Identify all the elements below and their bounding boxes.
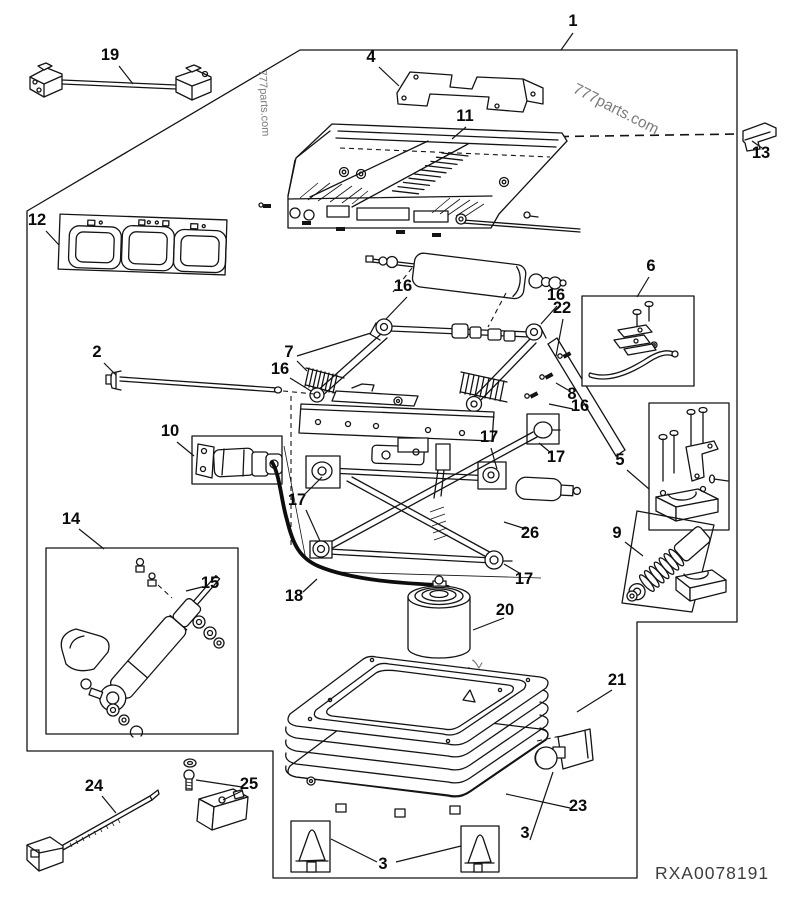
suspension-damper-cylinder: [365, 252, 567, 328]
part-19-wiring-harness: [29, 62, 212, 101]
part-9-spring-damper: [621, 510, 727, 613]
leader-line-25: [195, 779, 243, 788]
part-24-strap: [26, 789, 160, 872]
leader-line-26: [503, 521, 527, 530]
leader-line-8: [555, 382, 569, 391]
leader-line-10: [176, 441, 195, 457]
part-12-cushion-kit: [57, 213, 228, 276]
part-11-seat-slide-assembly: [258, 123, 581, 237]
leader-line-21: [576, 689, 613, 713]
leader-line-16: [548, 403, 574, 410]
part-4-bracket: [396, 71, 544, 113]
leader-line-25: [222, 790, 243, 801]
leader-line-17: [304, 476, 323, 495]
watermark-diagonal-top: 777parts.com: [570, 80, 661, 138]
leader-line-23: [505, 793, 571, 809]
rail-bolts: [524, 351, 572, 399]
leader-line-17: [305, 509, 321, 542]
leader-line-20: [472, 617, 505, 631]
part-25-mount-block: [183, 758, 249, 831]
leader-line-17: [503, 563, 522, 575]
part-10-actuator-motor: [191, 435, 283, 485]
leader-line-14: [78, 528, 105, 550]
part-14-shock-kit: [45, 547, 239, 738]
leader-line-18: [302, 578, 318, 593]
part-6-lever-kit: [581, 295, 695, 387]
suspension-frame: [298, 318, 626, 457]
leader-line-3: [330, 838, 378, 863]
leader-line-16: [289, 377, 312, 392]
part-21-bellows: [285, 655, 594, 818]
leader-line-19: [118, 65, 134, 85]
part-3-bumper-left-box: [290, 820, 331, 873]
part-18-cable: [270, 460, 450, 589]
part-3-bumper-right-box: [460, 825, 500, 873]
leader-line-16: [540, 305, 558, 325]
leader-line-3: [529, 771, 554, 841]
part-5-hardware-kit: [648, 402, 730, 531]
leader-line-13: [751, 140, 763, 149]
leader-line-17: [538, 442, 552, 454]
callout-leader-lines: [45, 32, 763, 863]
leader-line-11: [451, 126, 467, 140]
leader-line-2: [103, 362, 117, 376]
drawing-code: RXA0078191: [655, 863, 769, 883]
leader-line-6: [636, 276, 650, 298]
part-3-valve-knob: [534, 728, 594, 770]
part-20-air-cylinder: [407, 575, 471, 659]
leader-line-16: [385, 296, 408, 320]
leader-line-7: [296, 360, 308, 372]
leader-line-7: [296, 332, 372, 357]
leader-line-17: [490, 447, 498, 470]
watermark-vertical: 777parts.com: [256, 70, 271, 137]
scissor-lift-mechanism: [283, 413, 582, 579]
assembly-boundary: [26, 49, 738, 879]
leader-line-9: [624, 541, 644, 557]
leader-line-5: [626, 469, 650, 490]
leader-line-15: [185, 586, 203, 592]
leader-line-4: [378, 66, 400, 87]
leader-line-1: [560, 32, 574, 51]
part-2-adjuster-rod: [105, 370, 315, 546]
leader-line-3: [395, 845, 462, 863]
leader-line-22: [555, 318, 564, 357]
leader-line-12: [45, 230, 60, 246]
leader-line-24: [101, 795, 117, 814]
